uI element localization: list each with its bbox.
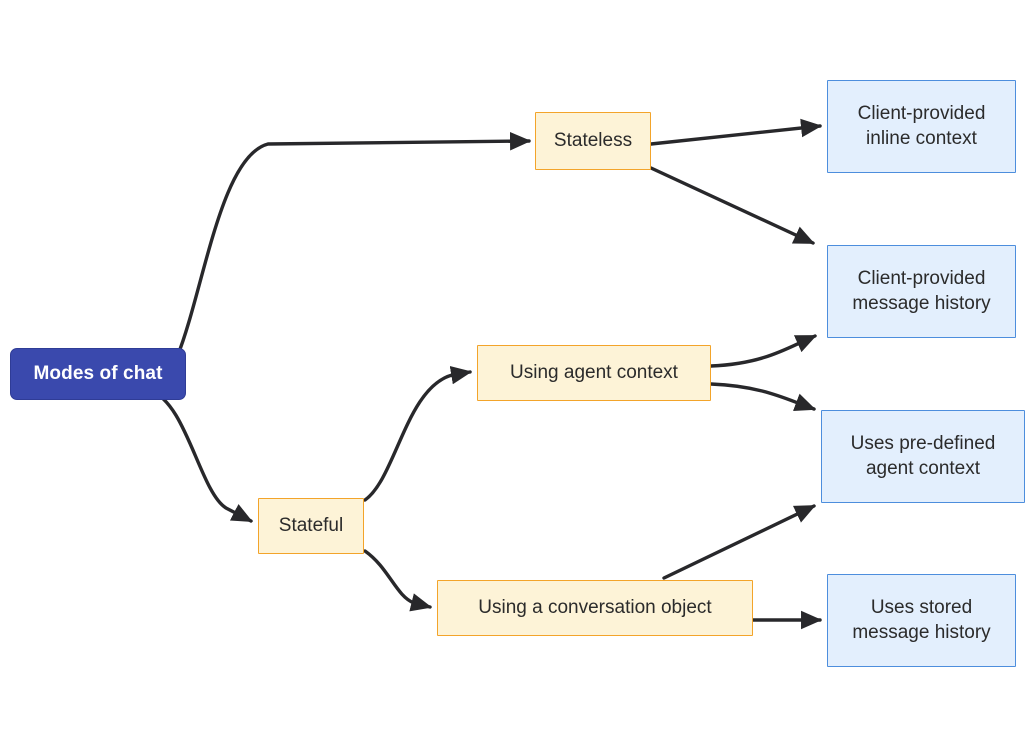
node-stateless-label: Stateless [553, 129, 633, 151]
edge-agent-context-to-pre-defined [709, 382, 816, 412]
node-client-provided-message-history[interactable]: Client-provided message history [827, 245, 1016, 338]
node-uses-stored-message-history[interactable]: Uses stored message history [827, 574, 1016, 667]
node-client-provided-inline-context[interactable]: Client-provided inline context [827, 80, 1016, 173]
edge-stateless-to-message-history [649, 166, 815, 245]
node-uses-pre-defined-agent-context[interactable]: Uses pre-defined agent context [821, 410, 1025, 503]
node-root-modes-of-chat[interactable]: Modes of chat [10, 348, 186, 400]
node-stateful[interactable]: Stateful [258, 498, 364, 554]
node-uses-stored-message-history-label: Uses stored message history [852, 597, 991, 643]
edge-root-to-stateful [148, 389, 253, 523]
node-stateful-label: Stateful [278, 514, 344, 536]
edge-stateless-to-inline [649, 118, 823, 146]
node-client-provided-inline-context-label: Client-provided inline context [857, 103, 986, 149]
node-client-provided-message-history-label: Client-provided message history [852, 268, 991, 314]
edge-conversation-object-to-pre-defined [662, 504, 816, 580]
node-stateless[interactable]: Stateless [535, 112, 651, 170]
node-using-a-conversation-object[interactable]: Using a conversation object [437, 580, 753, 636]
edge-stateful-to-conversation-object [363, 549, 433, 612]
node-using-agent-context[interactable]: Using agent context [477, 345, 711, 401]
edge-agent-context-to-message-history [709, 334, 817, 368]
node-root-label: Modes of chat [33, 362, 163, 384]
edge-root-to-stateless [148, 131, 532, 393]
node-using-a-conversation-object-label: Using a conversation object [478, 596, 712, 618]
edge-stateful-to-agent-context [363, 365, 473, 502]
node-uses-pre-defined-agent-context-label: Uses pre-defined agent context [850, 433, 996, 479]
node-using-agent-context-label: Using agent context [510, 361, 678, 383]
